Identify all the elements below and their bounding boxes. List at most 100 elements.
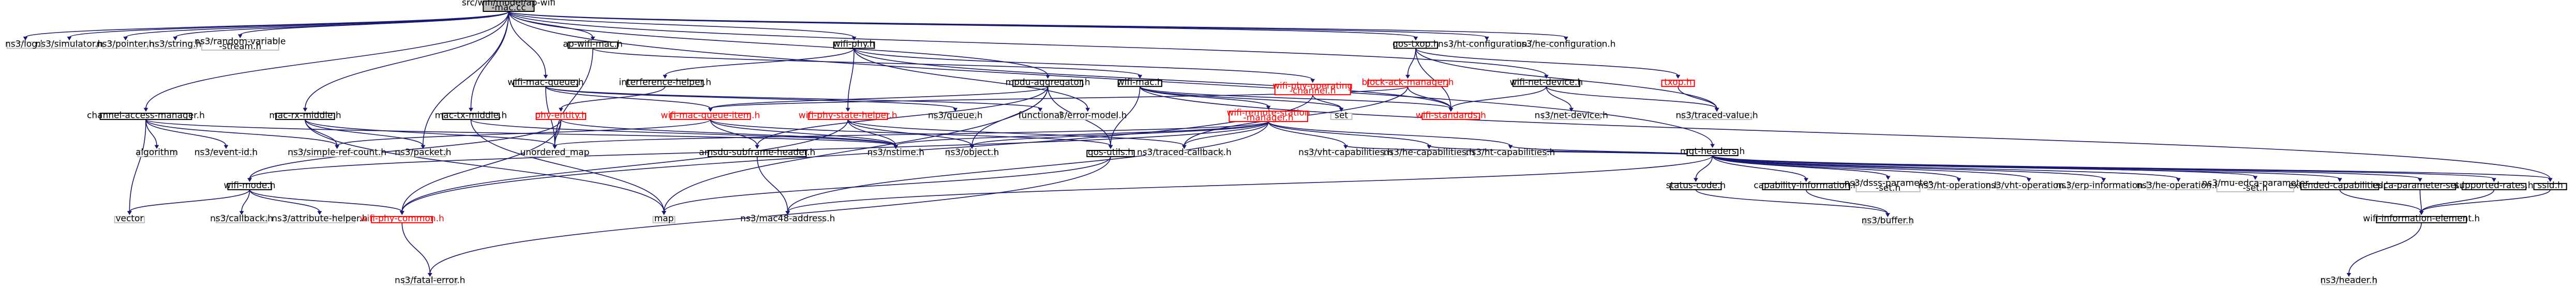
node-label: wifi-phy.h [833,39,875,50]
edge-wmq-to-functional [545,86,1043,112]
node-wifimode[interactable]: wifi-mode.h [224,180,276,191]
node-tracedcb[interactable]: ns3/traced-callback.h [1137,147,1232,158]
node-object[interactable]: ns3/object.h [945,147,999,158]
node-macrxmiddle[interactable]: mac-rx-middle.h [269,110,341,120]
node-qosutils[interactable]: qos-utils.h [1086,147,1135,158]
node-fatal[interactable]: ns3/fatal-error.h [395,276,465,286]
node-cam[interactable]: channel-access-manager.h [87,110,205,120]
node-asfh[interactable]: amsdu-subframe-header.h [699,147,815,158]
node-label: ns3/net-device.h [1535,110,1608,120]
edge-ifhelper-to-phyentity [559,86,666,112]
node-label: -set.h [2243,183,2268,193]
node-attrhelper[interactable]: ns3/attribute-helper.h [272,214,367,224]
edge-apwifimac-to-wifimac [592,48,1143,79]
node-mactxmiddle[interactable]: mac-tx-middle.h [435,110,507,120]
node-label: ns3/dsss-parameter [1844,178,1931,188]
node-label: ns3/attribute-helper.h [272,214,367,224]
edge-root-to-packet [421,11,510,149]
node-label: ns3/nstime.h [867,147,924,158]
node-suprates[interactable]: supported-rates.h [2454,180,2533,191]
node-erp[interactable]: ns3/erp-information.h [2056,180,2151,191]
node-heop[interactable]: ns3/he-operation.h [2136,180,2220,191]
edge-cam-to-eventid [145,119,229,149]
node-apwifimac[interactable]: ap-wifi-mac.h [563,39,622,50]
node-rvs[interactable]: ns3/random-variable-stream.h [194,36,286,52]
node-wpoc[interactable]: wifi-phy-operating-channel.h [1272,81,1353,97]
node-wifimac[interactable]: wifi-mac.h [1117,77,1163,87]
node-phyentity[interactable]: phy-entity.h [535,110,587,120]
edge-root-to-macrxmiddle [303,11,510,112]
node-extcap[interactable]: extended-capabilities.h [2288,180,2391,191]
node-mac48[interactable]: ns3/mac48-address.h [740,214,835,224]
node-wpsh[interactable]: wifi-phy-state-helper.h [799,110,897,120]
node-mgt[interactable]: mgt-headers.h [1680,146,1745,157]
node-heconf[interactable]: ns3/he-configuration.h [1516,39,1616,50]
node-label: extended-capabilities.h [2288,180,2391,191]
node-nstime[interactable]: ns3/nstime.h [867,147,924,158]
node-map[interactable]: map [652,214,676,224]
edge-wifimac-to-set [1140,86,1344,112]
node-vector[interactable]: vector [114,214,145,224]
node-ifhelper[interactable]: interference-helper.h [619,77,711,87]
node-wie[interactable]: wifi-information-element.h [2363,214,2480,224]
node-packet[interactable]: ns3/packet.h [395,147,451,158]
node-algorithm[interactable]: algorithm [136,147,178,158]
node-callback[interactable]: ns3/callback.h [210,214,273,224]
node-label: channel-access-manager.h [87,110,205,120]
node-pointer[interactable]: ns3/pointer.h [97,39,155,50]
node-label: amsdu-subframe-header.h [699,147,815,158]
node-wmqi[interactable]: wifi-mac-queue-item.h [661,110,760,120]
node-label: wifi-phy-operating [1272,81,1353,92]
node-set[interactable]: set [1330,110,1353,120]
node-umap[interactable]: unordered_map [520,147,589,158]
node-dsss[interactable]: ns3/dsss-parameter-set.h [1844,178,1931,193]
node-vhtop[interactable]: ns3/vht-operation.h [1985,180,2072,191]
edge-statuscode-to-buffer [1695,189,1890,217]
node-statuscode[interactable]: status-code.h [1666,180,1726,191]
node-label: wifi-net-device.h [1510,77,1583,87]
edge-cam-to-vector [127,119,146,215]
node-vhtcap[interactable]: ns3/vht-capabilities.h [1298,147,1393,158]
node-nsheader[interactable]: ns3/header.h [2320,276,2378,286]
edge-root-to-mpduagg [508,11,1051,79]
edge-ssid-to-wie [2419,189,2551,215]
node-label: qos-txop.h [1392,39,1439,50]
node-htop[interactable]: ns3/ht-operation.h [1918,180,2000,191]
edge-mgt-to-capinfo [1712,155,1808,182]
edge-mgt-to-ssid [1712,155,2553,182]
node-wstd[interactable]: wifi-standards.h [1416,110,1486,120]
node-label: wifi-mac-queue.h [507,77,583,87]
node-hecap[interactable]: ns3/he-capabilities.h [1384,147,1475,158]
node-htcap[interactable]: ns3/ht-capabilities.h [1466,147,1555,158]
edge-root-to-wifiphy [508,11,857,41]
node-htconf[interactable]: ns3/ht-configuration.h [1438,39,1536,50]
node-tracedvalue[interactable]: ns3/traced-value.h [1676,110,1758,120]
node-queue[interactable]: ns3/queue.h [928,110,983,120]
node-muedca[interactable]: ns3/mu-edca-parameter-set.h [2202,178,2309,193]
node-ssid[interactable]: ssid.h [2533,180,2567,191]
node-capinfo[interactable]: capability-information.h [1754,180,1859,191]
node-label: ns3/vht-capabilities.h [1298,147,1393,158]
node-txop[interactable]: txop.h [1661,77,1695,87]
node-wrsm[interactable]: wifi-remote-station-manager.h [1226,108,1310,124]
edge-wifiphy-to-ifhelper [663,48,855,79]
node-string[interactable]: ns3/string.h [149,39,201,50]
node-label: ns3/pointer.h [97,39,155,50]
node-wnd[interactable]: wifi-net-device.h [1510,77,1583,87]
node-mpduagg[interactable]: mpdu-aggregator.h [1006,77,1090,87]
node-bam[interactable]: block-ack-manager.h [1361,77,1454,87]
node-qostxop[interactable]: qos-txop.h [1392,39,1439,50]
node-simulator[interactable]: ns3/simulator.h [36,39,103,50]
node-edca[interactable]: edca-parameter-set.h [2372,180,2467,191]
node-wmq[interactable]: wifi-mac-queue.h [507,77,583,87]
node-wpc[interactable]: wifi-phy-common.h [360,214,444,224]
node-functional[interactable]: functional [1019,110,1062,120]
edge-qostxop-to-bam [1405,48,1416,79]
node-label: ns3/string.h [149,39,201,50]
node-wifiphy[interactable]: wifi-phy.h [833,39,875,50]
node-eventid[interactable]: ns3/event-id.h [194,147,258,158]
node-netdevice[interactable]: ns3/net-device.h [1535,110,1608,120]
node-srcount[interactable]: ns3/simple-ref-count.h [288,147,386,158]
edge-extcap-to-wie [2339,189,2424,215]
node-buffer[interactable]: ns3/buffer.h [1862,216,1914,226]
